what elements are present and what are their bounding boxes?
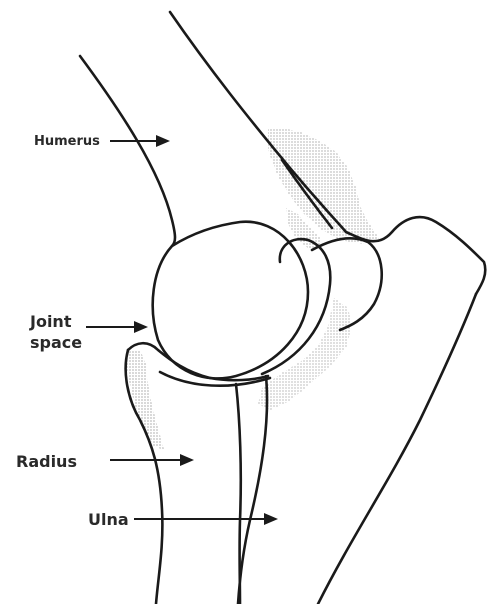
radius-right-line [236, 384, 241, 604]
humerus-arrowhead [156, 135, 170, 147]
humerus-left-outline [80, 56, 175, 246]
humerus-label: Humerus [34, 134, 100, 149]
stipple-shading [126, 128, 380, 450]
osteophyte-upper [268, 128, 380, 244]
radius-head [128, 343, 268, 380]
joint-label-line1: Joint [29, 312, 72, 331]
ulna-label: Ulna [88, 510, 129, 529]
ulna-anterior-line [238, 376, 267, 604]
radius-arrowhead [180, 454, 194, 466]
ulna-arrowhead [264, 513, 278, 525]
radius-label: Radius [16, 452, 77, 471]
joint-arrowhead [134, 321, 148, 333]
annotations: Humerus Joint space Radius Ulna [16, 134, 278, 529]
joint-label-line2: space [30, 333, 82, 352]
bones [80, 12, 485, 604]
